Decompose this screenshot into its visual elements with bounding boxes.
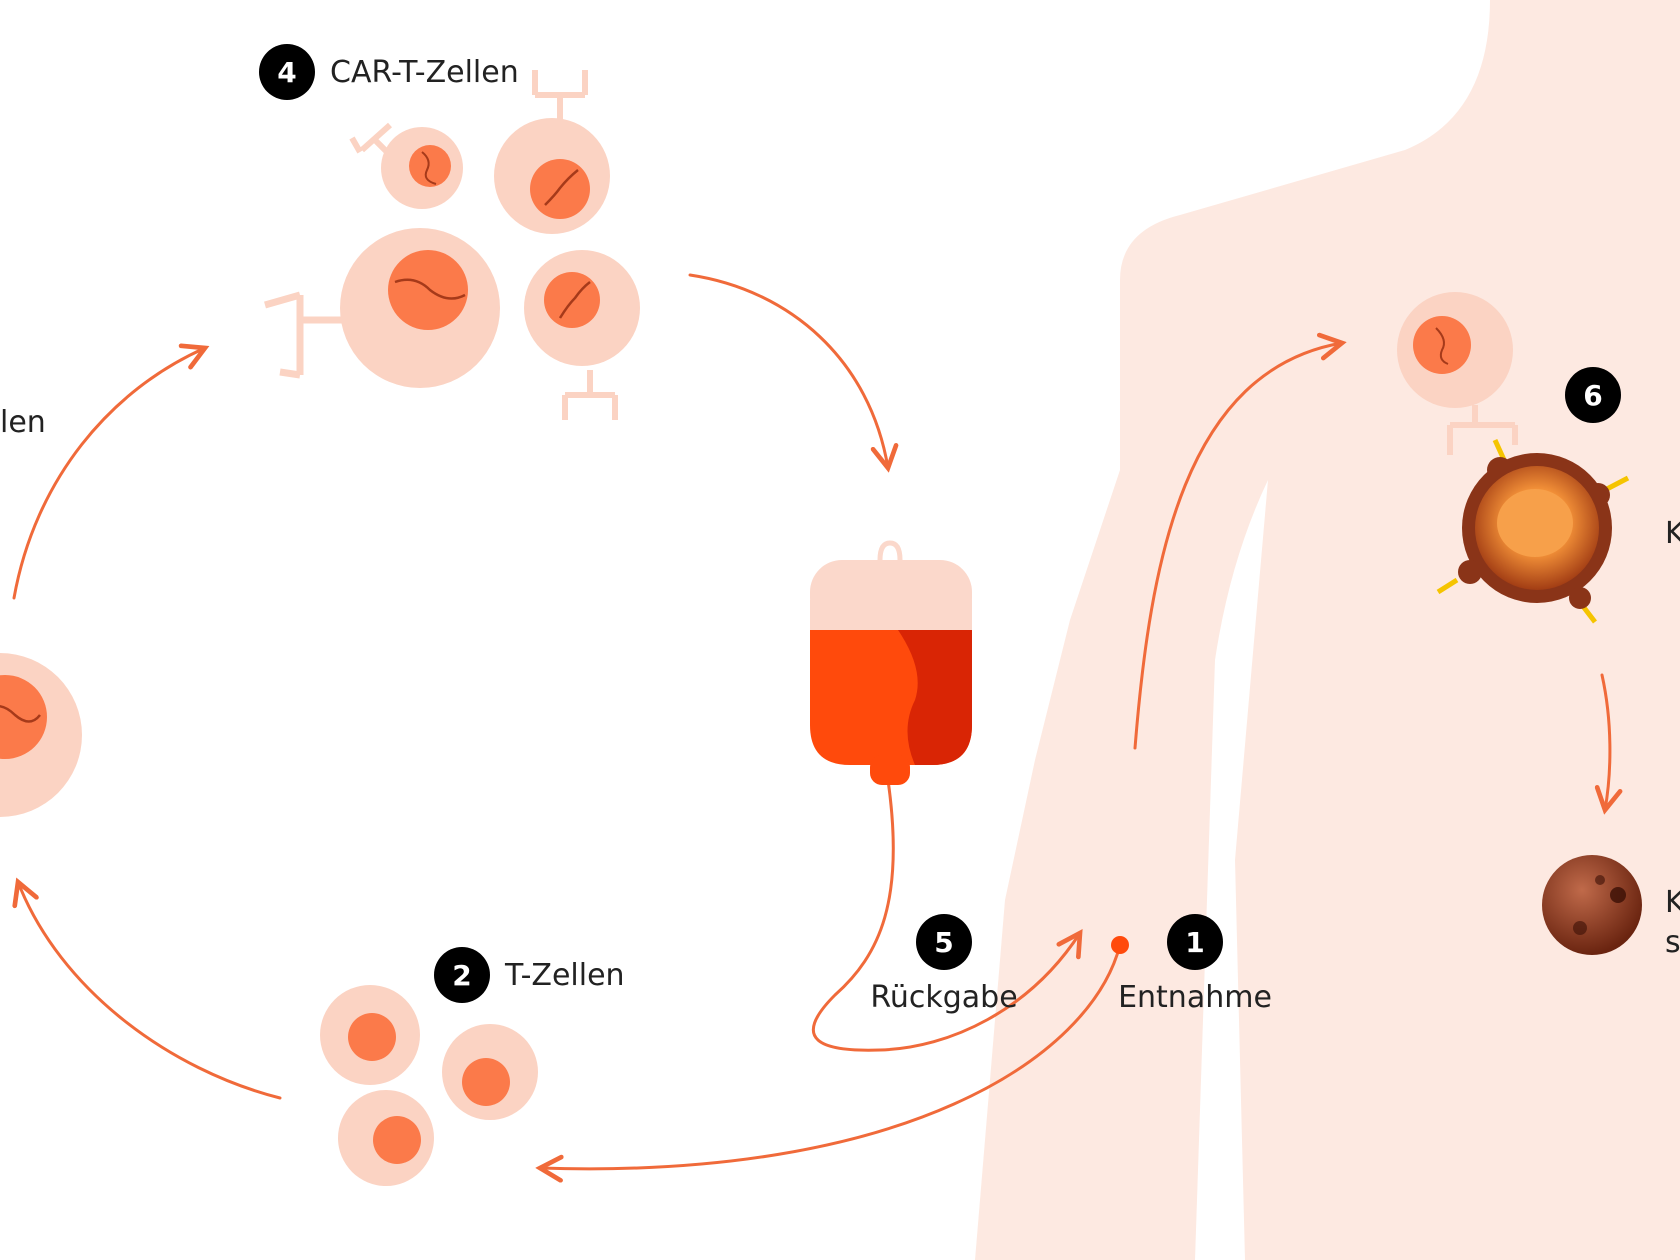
step-badge-2: 2 bbox=[434, 947, 490, 1003]
infusion-bag bbox=[810, 540, 972, 785]
step-number: 1 bbox=[1185, 926, 1204, 959]
step-badge-1: 1 bbox=[1167, 914, 1223, 970]
step-label-partial: len bbox=[0, 405, 46, 440]
step-badge-6: 6 bbox=[1565, 367, 1621, 423]
arrow-tzellen-to-step3 bbox=[18, 882, 282, 1100]
tumor-cell-label: K bbox=[1665, 516, 1680, 551]
step-label-tzellen: T-Zellen bbox=[504, 958, 625, 993]
step-number: 5 bbox=[934, 926, 953, 959]
step-badge-4: 4 bbox=[259, 44, 315, 100]
arrow-step3-to-cart bbox=[12, 348, 205, 600]
step-number: 6 bbox=[1583, 379, 1602, 412]
infusion-tube bbox=[811, 778, 1080, 1052]
dead-tumor-cell bbox=[1542, 855, 1642, 955]
blood-draw-dot bbox=[1111, 936, 1129, 954]
arrow-entnahme-to-tzellen bbox=[540, 943, 1122, 1169]
attacking-cart-cell bbox=[1397, 292, 1518, 455]
arrow-body-to-target bbox=[1133, 343, 1342, 750]
step-number: 4 bbox=[277, 56, 296, 89]
step-badge-5: 5 bbox=[916, 914, 972, 970]
modified-tcell bbox=[0, 653, 82, 817]
dead-cell-label-line2: st bbox=[1665, 925, 1680, 960]
dead-cell-label-line1: K bbox=[1665, 885, 1680, 920]
step-label-cart-zellen: CAR-T-Zellen bbox=[330, 55, 519, 90]
tumor-cell bbox=[1436, 438, 1630, 624]
arrow-cart-to-bag bbox=[688, 273, 888, 468]
arrow-tumor-to-dead bbox=[1602, 673, 1610, 810]
step-label-entnahme: Entnahme bbox=[1118, 980, 1272, 1015]
body-silhouette bbox=[975, 0, 1680, 1260]
step-label-rueckgabe: Rückgabe bbox=[870, 980, 1017, 1015]
step-number: 2 bbox=[452, 959, 471, 992]
tcell-group bbox=[320, 985, 538, 1186]
cart-cell-group bbox=[264, 70, 640, 420]
